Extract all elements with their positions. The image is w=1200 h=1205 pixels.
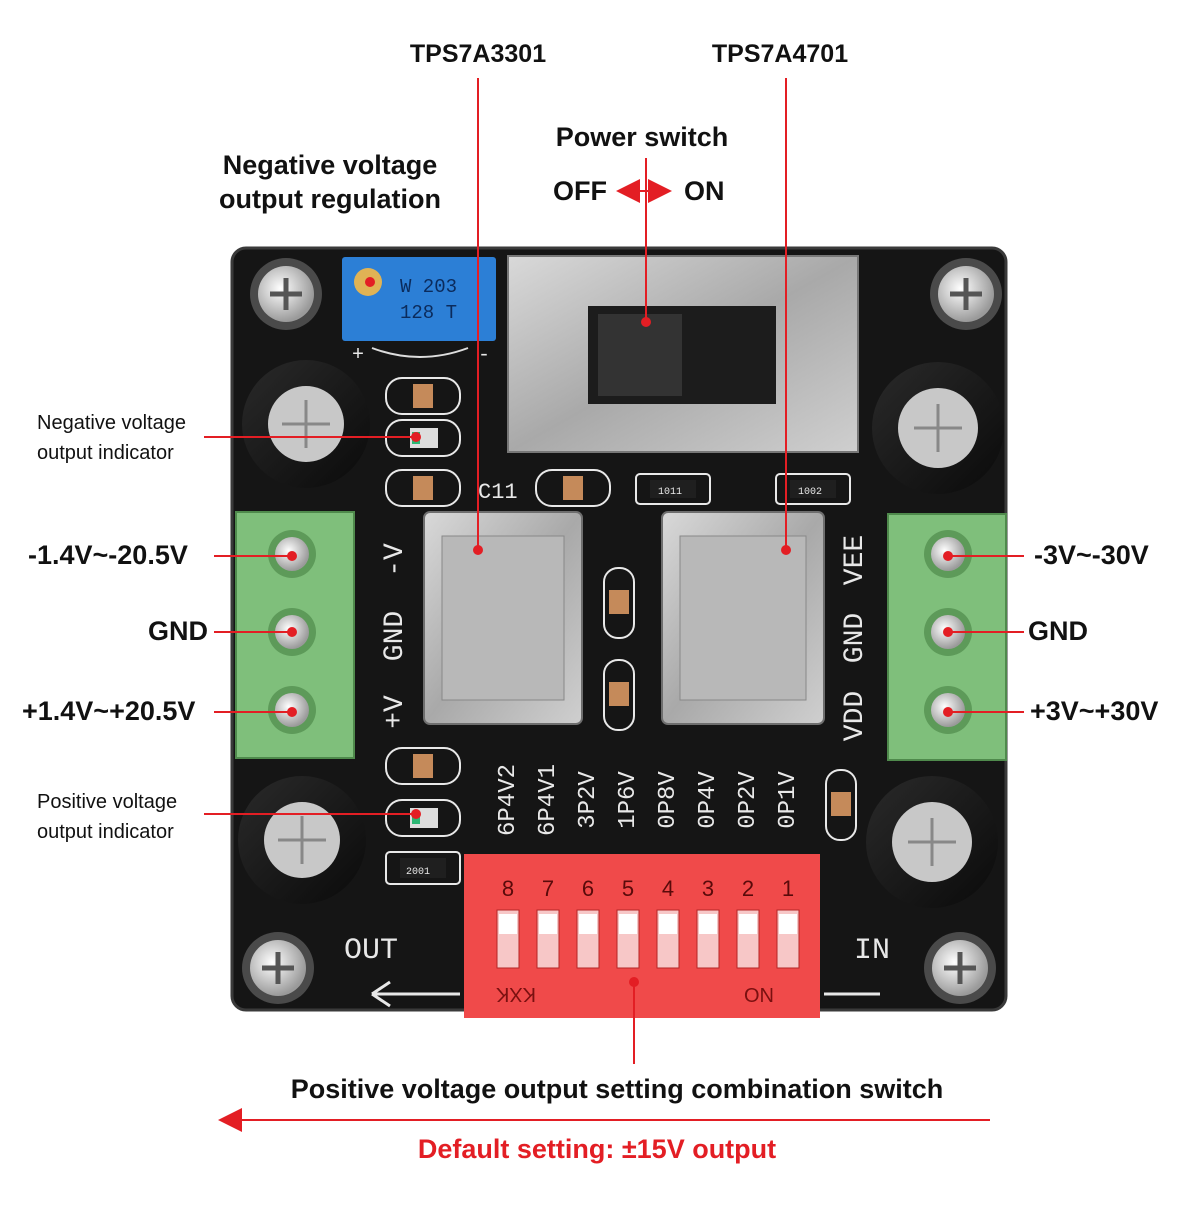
smd-bodies [413,384,851,816]
dip-knob [619,914,637,934]
dip-silk-label: 6P4V1 [535,764,562,836]
dip-number: 8 [502,876,514,901]
silk-minus-v: -V [380,543,411,577]
in-pos-range-label: +3V~+30V [1030,696,1159,726]
regulator-tps7a3301 [423,511,583,725]
neg-indicator-line2: output indicator [37,442,174,464]
svg-text:W 203: W 203 [400,276,457,298]
dip-knob [779,914,797,934]
dip-knob [659,914,677,934]
silk-vee: VEE [840,535,871,585]
neg-regulation-label: Negative voltage output regulation [219,148,441,216]
dip-knob [699,914,717,934]
out-pos-range-label: +1.4V~+20.5V [22,696,196,726]
off-label: OFF [553,176,607,206]
dip-knob [739,914,757,934]
svg-text:1002: 1002 [798,487,822,498]
out-neg-range-label: -1.4V~-20.5V [28,540,188,570]
mounting-screw-tl [250,258,322,330]
silk-in: IN [854,934,890,968]
svg-text:ON: ON [744,985,774,1007]
svg-text:KXK: KXK [495,983,536,1005]
silk-gnd-right: GND [840,613,871,663]
dip-number: 2 [742,876,754,901]
dip-silk-label: 0P1V [775,771,802,829]
pos-indicator-line2: output indicator [37,821,174,843]
input-terminal-block [887,513,1007,761]
svg-text:+: + [352,344,364,367]
combination-switch-label: Positive voltage output setting combinat… [290,1074,944,1104]
dip-silk-label: 3P2V [575,771,602,829]
dip-silk-label: 0P8V [655,771,682,829]
default-setting-label: Default setting: ±15V output [417,1134,777,1164]
chip-left-label: TPS7A3301 [409,40,547,68]
capacitor-bl [238,776,366,904]
dip-knob [579,914,597,934]
neg-indicator-label: Negative voltage output indicator [37,408,186,468]
silk-gnd-left: GND [380,611,411,661]
mounting-screw-bl [242,932,314,1004]
annotation-lines [204,78,1024,1132]
dip-silk-label: 6P4V2 [495,764,522,836]
neg-regulation-line1: Negative voltage [222,150,438,180]
capacitor-tl [242,360,370,488]
svg-text:2001: 2001 [406,867,430,878]
neg-regulation-line2: output regulation [219,184,441,214]
capacitor-br [866,776,998,908]
in-neg-range-label: -3V~-30V [1034,540,1149,570]
out-gnd-label: GND [148,616,208,646]
dip-number: 7 [542,876,554,901]
svg-text:-: - [478,344,490,367]
neg-indicator-line1: Negative voltage [37,412,186,434]
dip-knob [499,914,517,934]
dip-silk-label: 1P6V [615,771,642,829]
smd-components [385,377,857,885]
power-switch [507,255,859,453]
silk-vdd: VDD [840,691,871,741]
mounting-screw-br [924,932,996,1004]
mounting-screw-tr [930,258,1002,330]
in-gnd-label: GND [1028,616,1088,646]
svg-text:128 T: 128 T [400,302,457,324]
dip-number: 5 [622,876,634,901]
on-label: ON [684,176,725,206]
pos-indicator-line1: Positive voltage [37,791,178,813]
svg-text:C11: C11 [478,480,518,505]
power-switch-label: Power switch [555,122,729,152]
chip-right-label: TPS7A4701 [711,40,849,68]
dip-silk-label: 0P2V [735,771,762,829]
dip-number: 1 [782,876,794,901]
dip-silk-labels: 6P4V2 6P4V1 3P2V 1P6V 0P8V 0P4V 0P2V 0P1V [495,764,802,836]
dip-silk-label: 0P4V [695,771,722,829]
dip-number: 4 [662,876,674,901]
silk-plus-v: +V [380,695,411,729]
capacitor-tr [872,362,1004,494]
dip-switch: 8 7 6 5 4 3 2 1 KXK ON [464,854,820,1018]
silk-out: OUT [344,934,398,968]
dip-number: 6 [582,876,594,901]
dip-number: 3 [702,876,714,901]
annotation-dots [287,277,953,987]
regulator-tps7a4701 [661,511,825,725]
pos-indicator-label: Positive voltage output indicator [37,787,177,847]
svg-text:1011: 1011 [658,487,682,498]
dip-knob [539,914,557,934]
